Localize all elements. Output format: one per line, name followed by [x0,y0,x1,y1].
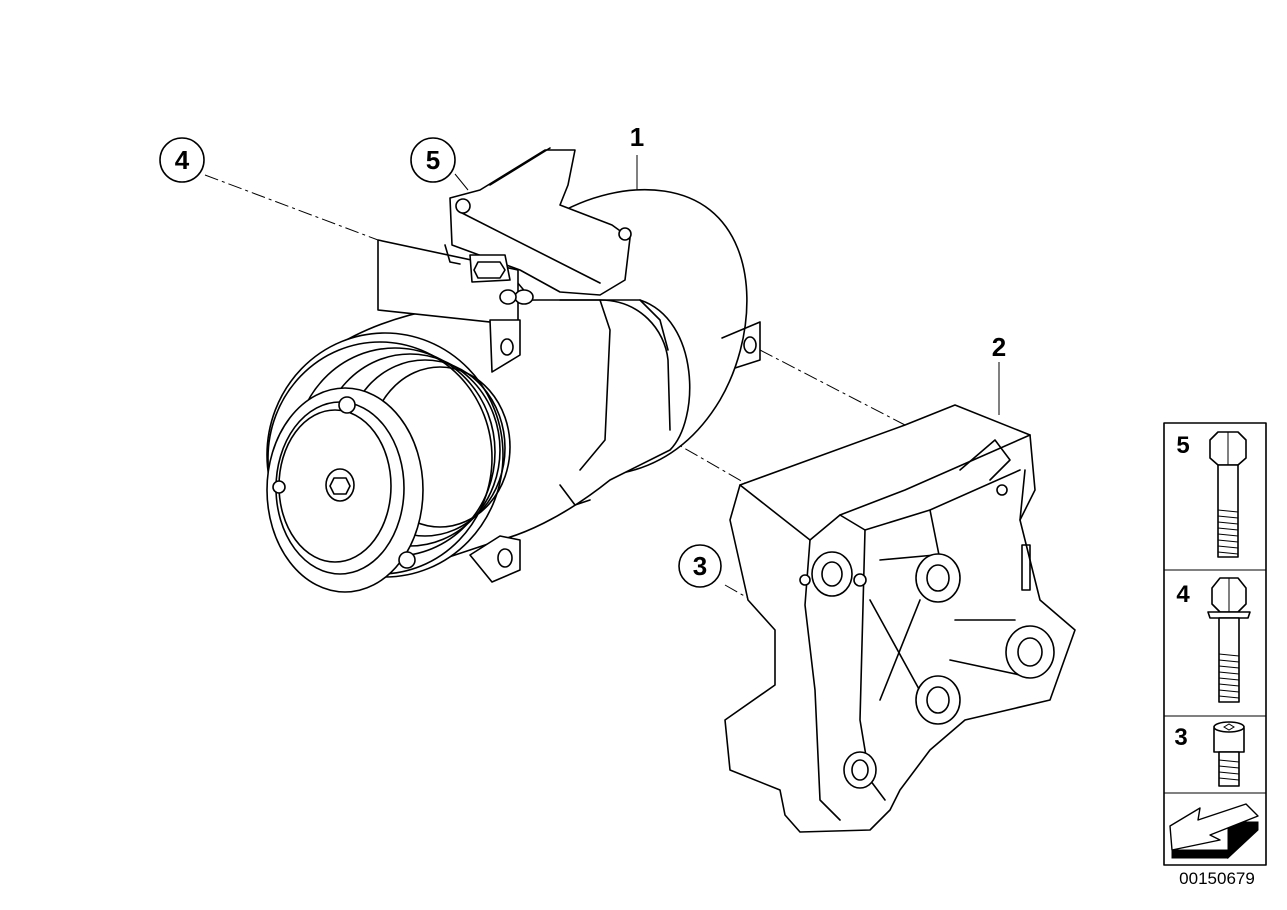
legend-item-5: 5 [1176,431,1247,558]
callout-5-label: 5 [426,145,440,175]
hex-flange-bolt-icon [1207,577,1251,703]
arrow-icon[interactable] [1169,803,1259,860]
legend-panel: 5 4 3 [1163,422,1267,866]
callout-4: 4 [159,137,205,183]
socket-cap-bolt-icon [1213,721,1245,787]
legend-item-3: 3 [1174,721,1245,787]
legend-item-4: 4 [1176,577,1251,703]
compressor [266,147,761,593]
leader-lines [454,155,1000,415]
legend-item-5-label: 5 [1176,432,1189,459]
callout-2-label: 2 [992,332,1006,362]
bracket [724,404,1076,833]
callout-4-label: 4 [175,145,190,175]
callout-2: 2 [992,332,1006,362]
callout-1: 1 [630,122,644,152]
catalog-number: 00150679 [1179,869,1255,888]
callout-1-label: 1 [630,122,644,152]
legend-item-4-label: 4 [1176,581,1190,608]
legend-item-3-label: 3 [1174,724,1187,751]
callout-3-label: 3 [693,551,707,581]
callout-5: 5 [410,137,456,183]
hex-bolt-long-icon [1209,431,1247,558]
callout-3: 3 [678,544,722,588]
